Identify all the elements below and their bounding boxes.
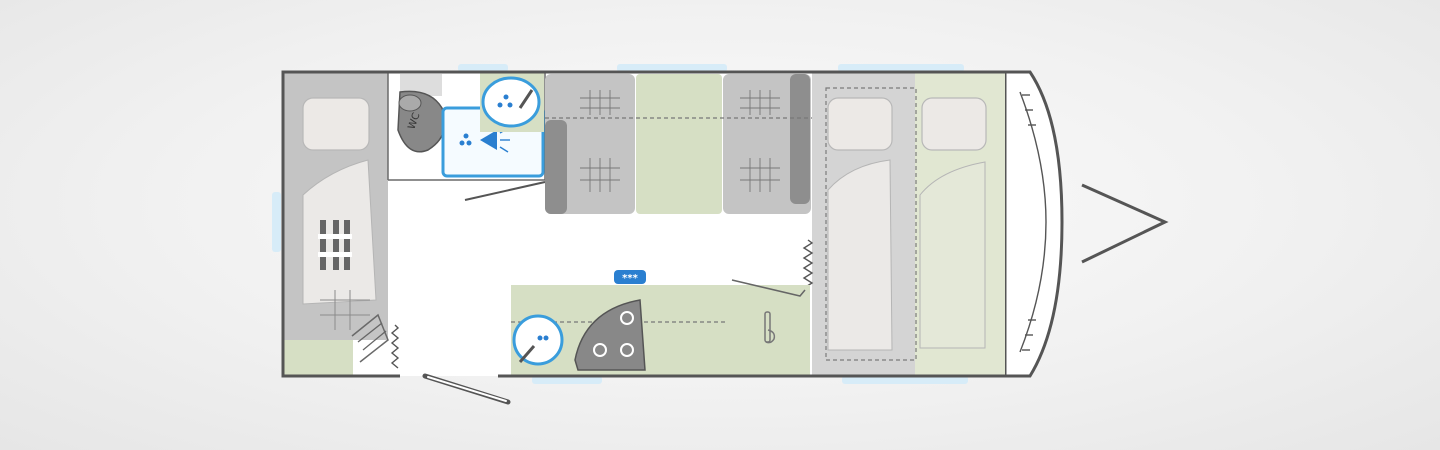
- kitchen: [511, 279, 810, 376]
- dinette-seat-right: [723, 74, 811, 214]
- window-kitchen-bottom: [532, 376, 602, 384]
- front-bed-spring: [802, 239, 814, 289]
- window-dinette-top: [617, 64, 727, 72]
- wardrobe-icon: [764, 311, 776, 344]
- washroom-door: [464, 181, 546, 201]
- dinette-table: [636, 74, 722, 214]
- sink-icon: [481, 76, 541, 128]
- window-bath-top: [458, 64, 508, 72]
- stove-icon: [574, 299, 646, 371]
- wc-label: WC: [406, 111, 422, 131]
- window-bed-top: [838, 64, 964, 72]
- wc-cistern: [400, 74, 442, 96]
- window-bed-bottom: [842, 376, 968, 384]
- fridge-rating-badge: [614, 270, 646, 284]
- rear-bed-bunk-icon: [318, 220, 352, 270]
- dinette: [545, 74, 812, 214]
- front-bed-right-pillow: [921, 97, 987, 151]
- front-bed-left-pillow: [827, 97, 893, 151]
- front-nose: [1003, 70, 1064, 378]
- rear-bed-pillow: [302, 97, 370, 151]
- outer-wall: [281, 70, 1005, 378]
- rear-door-spring: [390, 324, 400, 369]
- kitchen-sink-icon: [512, 314, 564, 366]
- window-rear: [272, 192, 281, 252]
- rear-bed-footrest: [283, 340, 353, 376]
- front-beds: [812, 72, 1005, 376]
- towbar-icon: [1081, 183, 1169, 264]
- rear-bed-ladder: [351, 313, 389, 363]
- dinette-seat-left: [545, 74, 635, 214]
- windows: [272, 64, 968, 384]
- front-bed-left-sheet: [827, 159, 893, 351]
- rear-bed-grid: [320, 290, 370, 330]
- front-bed-right-sheet: [919, 161, 986, 349]
- front-nose-ticks: [1022, 94, 1036, 351]
- fridge-rating-label: ***: [622, 273, 638, 284]
- front-nose-inner: [1019, 91, 1047, 353]
